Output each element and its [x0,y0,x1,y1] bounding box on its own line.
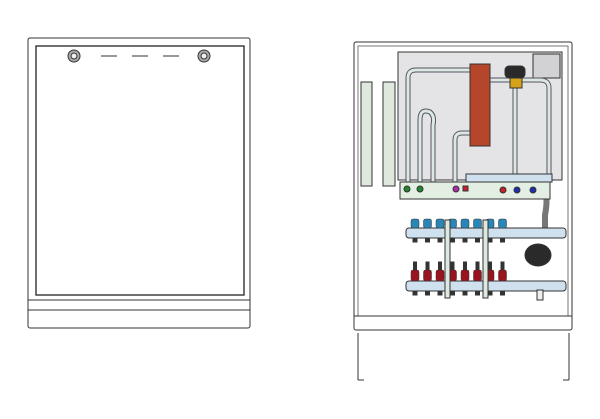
flow-valve-cap [498,218,507,229]
ball-valve-handle-green [416,185,424,193]
cabinet-outer-frame [27,37,251,329]
loop-outlet [475,290,480,296]
flow-meter [435,269,445,282]
flow-meter-stem [463,261,467,271]
valve-mount-bar [399,181,551,200]
flow-meter-stem [425,261,430,271]
cabinet-closed-view [27,37,251,329]
flow-meter-stem [475,261,480,271]
manifold-bracket [482,219,489,299]
door-lock-icon [70,52,78,60]
flow-meter [423,269,432,282]
ball-valve-handle-purple [452,185,460,193]
loop-outlet [462,237,468,243]
loop-outlet [450,290,455,296]
loop-outlet [500,237,505,243]
flow-valve-cap [435,218,445,229]
flow-valve-cap [423,218,432,229]
flow-meter [498,269,507,282]
loop-outlet [475,237,480,243]
flow-meter-stem [488,261,492,271]
circulation-pump [524,243,552,267]
flow-meter [410,269,420,282]
loop-outlet [487,237,493,243]
loop-outlet [462,290,468,296]
loop-outlet [437,237,443,243]
mixing-valve [509,77,523,89]
flow-valve-cap [410,218,420,229]
loop-outlet [425,237,430,243]
header-pipe [465,173,553,183]
ball-valve-handle-blue [529,186,537,194]
ball-valve-handle-blue [513,186,521,194]
loop-outlet [437,290,443,296]
door-lock-icon [200,52,208,60]
loop-outlet [425,290,430,296]
cabinet-door [35,45,245,296]
flow-meter-stem [413,261,417,271]
loop-outlet [412,290,418,296]
flow-meter [460,269,470,282]
cabinet-open-view [353,41,573,381]
loop-outlet [500,290,505,296]
filter [536,289,544,301]
plate-heat-exchanger [469,63,491,147]
loop-outlet [487,290,493,296]
flow-valve-cap [473,218,482,229]
cabinet-outer-frame [353,41,573,331]
flow-meter-stem [500,261,505,271]
manifold-bracket [444,219,451,299]
mounting-rail [360,81,373,187]
flow-meter-stem [450,261,455,271]
louver-vent [532,53,561,79]
loop-outlet [450,237,455,243]
red-fitting [462,185,469,192]
loop-outlet [412,237,418,243]
ball-valve-handle-green [403,185,411,193]
ball-valve-handle-red [499,186,507,194]
flow-valve-cap [460,218,470,229]
flow-meter [473,269,482,282]
pipework-fill [406,68,551,187]
flow-meter-stem [438,261,442,271]
valve-actuator [504,65,526,79]
mounting-rail [382,81,396,187]
